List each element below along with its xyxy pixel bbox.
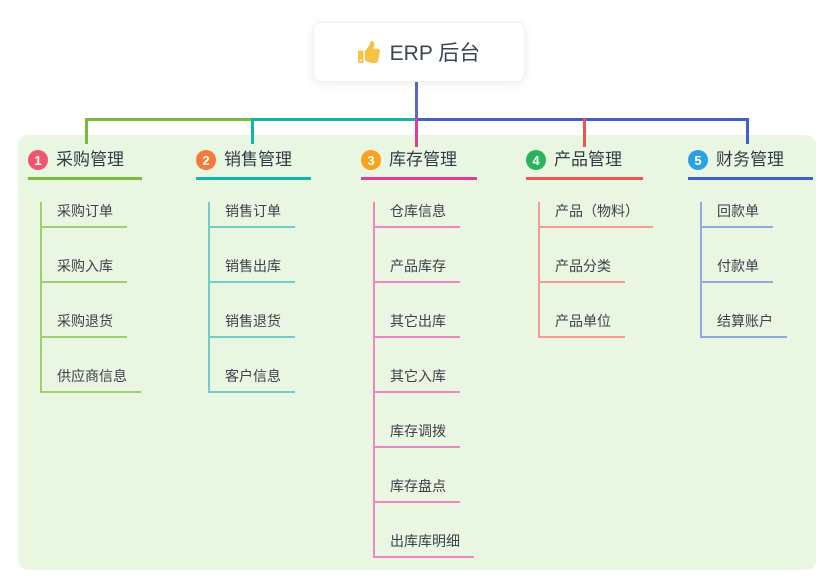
node-purchase-order[interactable]: 采购订单 [42, 202, 127, 228]
branch5-children: 回款单 付款单 结算账户 [700, 202, 787, 338]
mindmap-background-panel [18, 135, 816, 570]
branch1-drop-connector [85, 118, 88, 144]
branch4-title: 产品管理 [554, 150, 622, 169]
node-purchase-return[interactable]: 采购退货 [42, 312, 127, 338]
branch-product-header[interactable]: 4 产品管理 [526, 149, 643, 180]
node-purchase-inbound[interactable]: 采购入库 [42, 257, 127, 283]
branch3-number-badge: 3 [361, 150, 381, 170]
node-customer-info[interactable]: 客户信息 [210, 367, 295, 393]
node-payment-slip[interactable]: 付款单 [702, 257, 773, 283]
node-product-category[interactable]: 产品分类 [540, 257, 625, 283]
node-stock-transfer[interactable]: 库存调拨 [375, 422, 460, 448]
branch2-drop-connector [251, 118, 254, 144]
node-supplier-info[interactable]: 供应商信息 [42, 367, 141, 393]
branch2-title: 销售管理 [224, 150, 292, 169]
branch-procurement: 1 采购管理 采购订单 采购入库 采购退货 供应商信息 [28, 149, 142, 393]
branch-product: 4 产品管理 产品（物料） 产品分类 产品单位 [526, 149, 653, 338]
branch-procurement-header[interactable]: 1 采购管理 [28, 149, 142, 180]
branch1-children: 采购订单 采购入库 采购退货 供应商信息 [40, 202, 141, 393]
branch5-drop-connector [746, 118, 749, 144]
root-node-erp[interactable]: ERP 后台 [313, 22, 525, 82]
branch3-drop-connector [415, 118, 418, 147]
branch3-children: 仓库信息 产品库存 其它出库 其它入库 库存调拨 库存盘点 出库库明细 [373, 202, 474, 558]
node-product-material[interactable]: 产品（物料） [540, 202, 653, 228]
branch3-title: 库存管理 [389, 150, 457, 169]
node-product-unit[interactable]: 产品单位 [540, 312, 625, 338]
node-outbound-detail[interactable]: 出库库明细 [375, 532, 474, 558]
node-settlement-account[interactable]: 结算账户 [702, 312, 787, 338]
branch-sales: 2 销售管理 销售订单 销售出库 销售退货 客户信息 [196, 149, 311, 393]
branch1-number-badge: 1 [28, 150, 48, 170]
branch4-drop-connector [583, 118, 586, 147]
branch4-children: 产品（物料） 产品分类 产品单位 [538, 202, 653, 338]
node-sales-outbound[interactable]: 销售出库 [210, 257, 295, 283]
branch-finance-header[interactable]: 5 财务管理 [688, 149, 813, 180]
node-product-stock[interactable]: 产品库存 [375, 257, 460, 283]
branch5-number-badge: 5 [688, 150, 708, 170]
node-sales-return[interactable]: 销售退货 [210, 312, 295, 338]
branch2-number-badge: 2 [196, 150, 216, 170]
branch1-title: 采购管理 [56, 150, 124, 169]
branch-inventory-header[interactable]: 3 库存管理 [361, 149, 477, 180]
node-sales-order[interactable]: 销售订单 [210, 202, 295, 228]
thumbs-up-icon [357, 41, 380, 63]
branch4-number-badge: 4 [526, 150, 546, 170]
root-node-title: ERP 后台 [389, 42, 481, 65]
bus-connector-teal [254, 118, 417, 121]
branch-finance: 5 财务管理 回款单 付款单 结算账户 [688, 149, 813, 338]
node-other-inbound[interactable]: 其它入库 [375, 367, 460, 393]
branch5-title: 财务管理 [716, 150, 784, 169]
node-collection-receipt[interactable]: 回款单 [702, 202, 773, 228]
branch2-children: 销售订单 销售出库 销售退货 客户信息 [208, 202, 295, 393]
node-stock-taking[interactable]: 库存盘点 [375, 477, 460, 503]
node-warehouse-info[interactable]: 仓库信息 [375, 202, 460, 228]
branch-inventory: 3 库存管理 仓库信息 产品库存 其它出库 其它入库 库存调拨 库存盘点 出库库… [361, 149, 477, 558]
branch-sales-header[interactable]: 2 销售管理 [196, 149, 311, 180]
node-other-outbound[interactable]: 其它出库 [375, 312, 460, 338]
root-stem-connector [415, 80, 418, 119]
bus-connector-green [86, 118, 254, 121]
